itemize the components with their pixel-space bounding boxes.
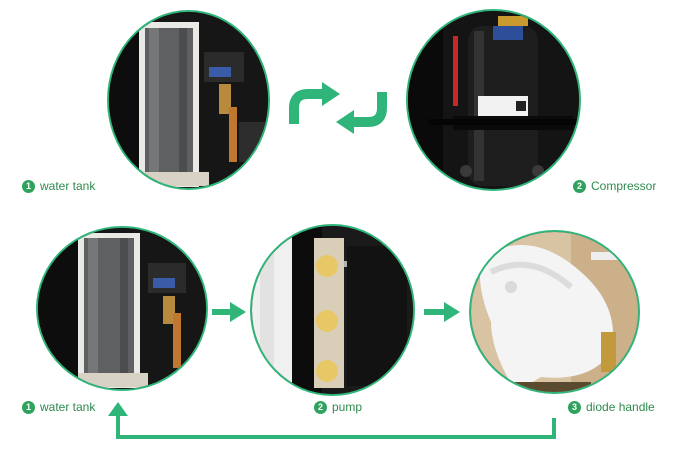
- arrow-right-icon: [424, 302, 460, 322]
- bottom-label-pump: 2 pump: [314, 400, 362, 414]
- step-badge: 1: [22, 400, 35, 414]
- pump-photo: [250, 224, 415, 396]
- water-tank-photo-top: [107, 10, 270, 190]
- compressor-photo: [406, 9, 581, 191]
- step-badge: 1: [22, 179, 35, 193]
- return-loop-arrow-icon: [108, 402, 556, 439]
- step-label: water tank: [40, 179, 96, 193]
- top-label-compressor: 2 Compressor: [573, 179, 656, 193]
- step-label: water tank: [40, 400, 96, 414]
- cycle-arrows-icon: [278, 80, 398, 135]
- step-label: diode handle: [586, 400, 655, 414]
- step-badge: 2: [314, 400, 327, 414]
- water-tank-photo-bottom: [36, 226, 208, 391]
- step-badge: 2: [573, 179, 586, 193]
- bottom-label-diode-handle: 3 diode handle: [568, 400, 655, 414]
- arrow-right-icon: [212, 302, 246, 322]
- step-badge: 3: [568, 400, 581, 414]
- diode-handle-photo: [469, 230, 640, 394]
- bottom-label-water-tank: 1 water tank: [22, 400, 95, 414]
- step-label: Compressor: [591, 179, 657, 193]
- step-label: pump: [332, 400, 363, 414]
- top-label-water-tank: 1 water tank: [22, 179, 95, 193]
